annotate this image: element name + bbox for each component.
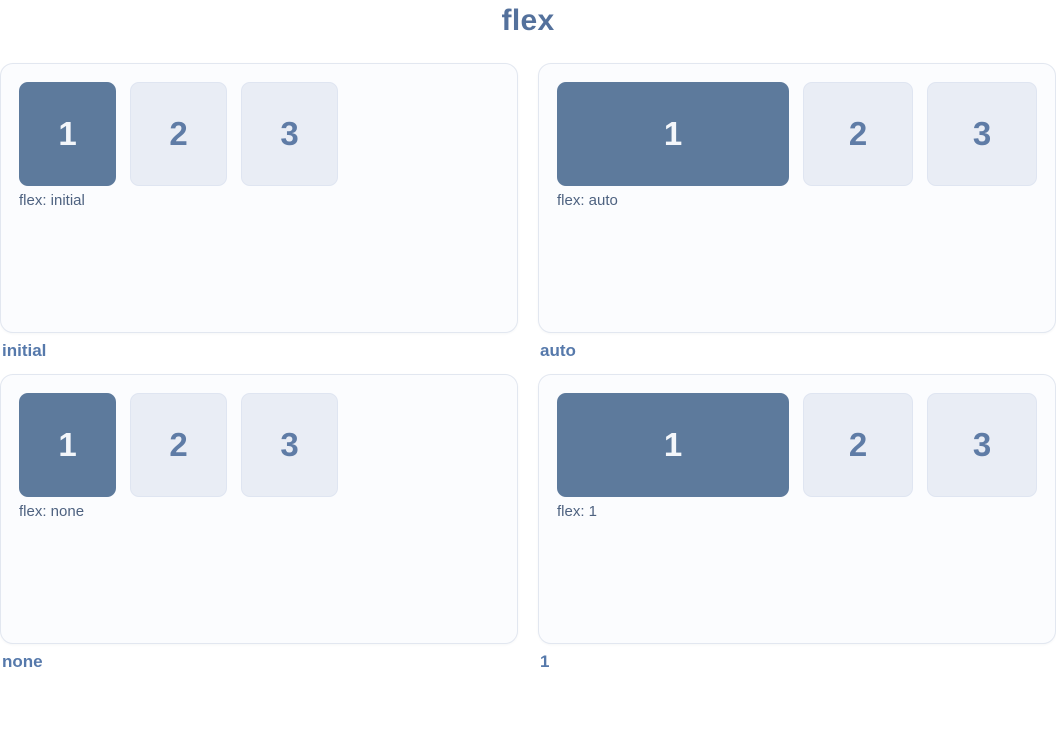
demo-caption: none (2, 652, 43, 671)
flex-item-3: 3 (927, 82, 1037, 186)
demo-auto: 1 2 3 flex: auto auto (538, 63, 1056, 374)
flex-item-2: 2 (803, 82, 913, 186)
flex-item-1: 1 (557, 82, 789, 186)
flex-value-label: flex: none (19, 503, 85, 520)
flex-value-label: flex: initial (19, 192, 85, 209)
flex-value-label: flex: auto (557, 192, 618, 209)
flex-item-1: 1 (557, 393, 789, 497)
demo-caption: initial (2, 341, 47, 360)
flex-row: 1 2 3 (19, 82, 499, 186)
flex-item-2: 2 (130, 82, 227, 186)
flex-item-3: 3 (241, 82, 338, 186)
flex-row: 1 2 3 (557, 82, 1037, 186)
flex-item-2: 2 (803, 393, 913, 497)
demo-initial: 1 2 3 flex: initial initial (0, 63, 518, 374)
demo-panel-none: 1 2 3 flex: none (0, 374, 518, 644)
demo-none: 1 2 3 flex: none none (0, 374, 518, 685)
flex-row: 1 2 3 (557, 393, 1037, 497)
page-title: flex (501, 4, 555, 37)
demo-caption: auto (540, 341, 576, 360)
demo-1: 1 2 3 flex: 1 1 (538, 374, 1056, 685)
flex-item-3: 3 (927, 393, 1037, 497)
flex-item-1: 1 (19, 82, 116, 186)
flex-row: 1 2 3 (19, 393, 499, 497)
demo-grid: 1 2 3 flex: initial initial 1 2 3 flex: … (0, 63, 1056, 685)
demo-panel-1: 1 2 3 flex: 1 (538, 374, 1056, 644)
flex-value-label: flex: 1 (557, 503, 598, 520)
demo-panel-auto: 1 2 3 flex: auto (538, 63, 1056, 333)
demo-caption: 1 (540, 652, 550, 671)
flex-item-3: 3 (241, 393, 338, 497)
flex-item-2: 2 (130, 393, 227, 497)
demo-panel-initial: 1 2 3 flex: initial (0, 63, 518, 333)
flex-item-1: 1 (19, 393, 116, 497)
